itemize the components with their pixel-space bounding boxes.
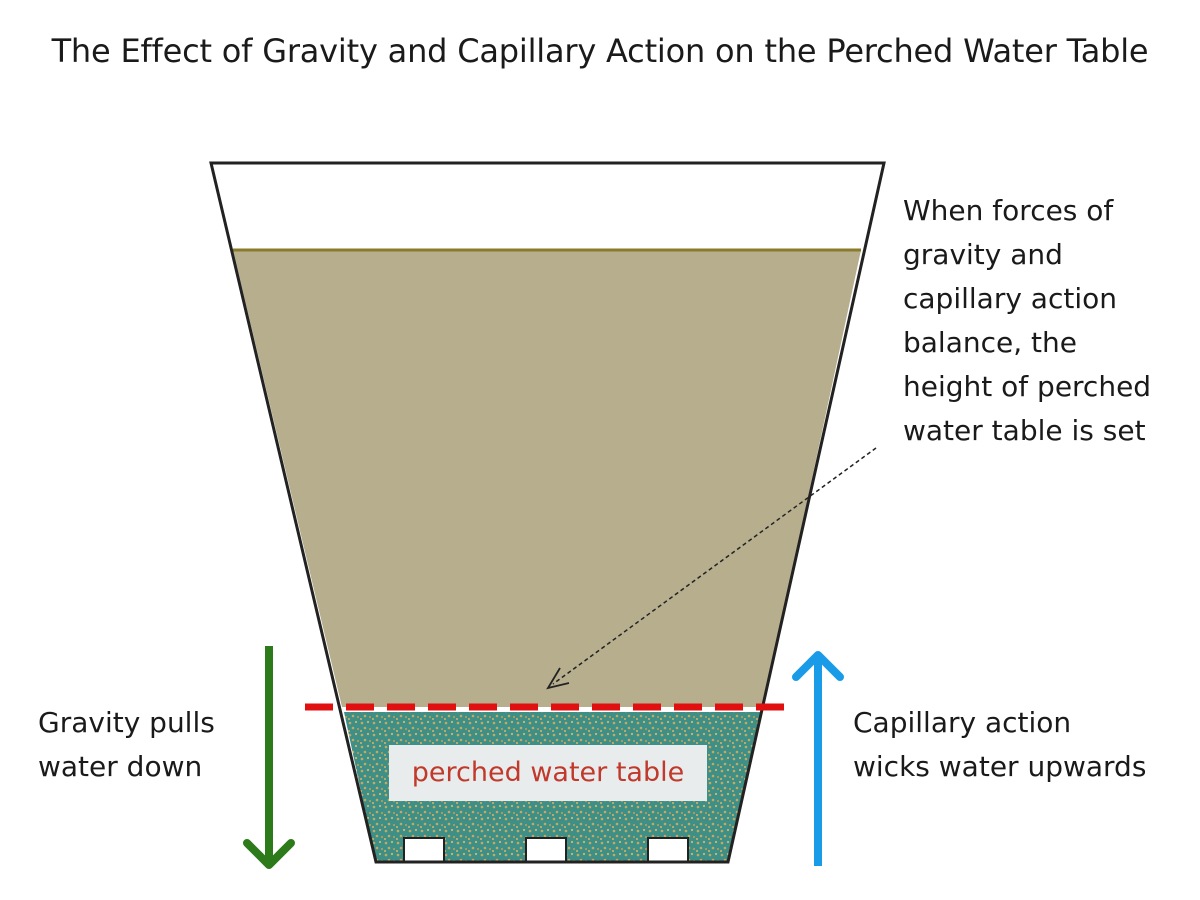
- perched-label-text: perched water table: [412, 757, 684, 788]
- pot-empty-space: [211, 163, 884, 250]
- annotation-line: When forces of: [903, 194, 1114, 227]
- drain-hole-center: [525, 837, 567, 863]
- annotation-pointer-arrowhead: [546, 667, 570, 690]
- capillary-label-line: wicks water upwards: [853, 750, 1146, 783]
- capillary-label-line: Capillary action: [853, 706, 1071, 739]
- soil-body: [233, 250, 861, 707]
- gravity-arrow-head: [243, 839, 295, 869]
- gravity-label-line: Gravity pulls: [38, 706, 215, 739]
- annotation-line: water table is set: [903, 414, 1146, 447]
- capillary-arrow-head: [792, 651, 844, 681]
- drain-hole-right: [647, 837, 689, 863]
- annotation-line: capillary action: [903, 282, 1117, 315]
- annotation-line: height of perched: [903, 370, 1151, 403]
- gravity-label-line: water down: [38, 750, 202, 783]
- drain-hole-left: [403, 837, 445, 863]
- diagram-title: The Effect of Gravity and Capillary Acti…: [51, 32, 1149, 70]
- annotation-text: When forces of gravity and capillary act…: [903, 194, 1160, 447]
- annotation-pointer-line: [552, 447, 877, 685]
- capillary-label: Capillary action wicks water upwards: [853, 706, 1146, 783]
- annotation-line: balance, the: [903, 326, 1077, 359]
- gravity-label: Gravity pulls water down: [38, 706, 224, 783]
- pot-outline: [209, 161, 886, 864]
- perched-label-box: [389, 745, 707, 801]
- annotation-line: gravity and: [903, 238, 1063, 271]
